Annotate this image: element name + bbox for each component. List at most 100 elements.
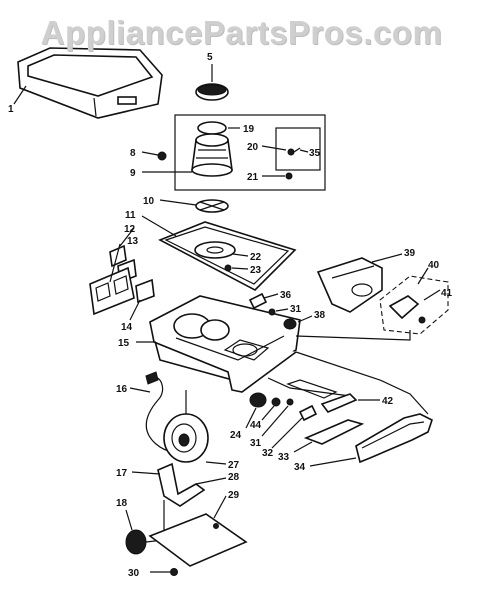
part-13-filter-frame[interactable] bbox=[89, 266, 135, 316]
callout-17: 17 bbox=[116, 468, 128, 479]
part-32-link[interactable] bbox=[298, 404, 318, 422]
leader-32 bbox=[271, 417, 303, 449]
leader-14 bbox=[129, 299, 141, 321]
brush-group-box bbox=[275, 127, 321, 171]
leader-20 bbox=[261, 145, 287, 151]
callout-19: 19 bbox=[243, 124, 255, 135]
leader-36 bbox=[263, 293, 279, 299]
callout-40: 40 bbox=[428, 260, 440, 271]
leader-24 bbox=[245, 407, 257, 429]
part-15-housing[interactable] bbox=[149, 295, 301, 393]
leader-28 bbox=[195, 477, 227, 485]
leader-41 bbox=[423, 289, 441, 301]
callout-38: 38 bbox=[314, 310, 326, 321]
linkage-rod bbox=[267, 377, 351, 397]
callout-31b: 31 bbox=[250, 438, 262, 449]
part-31-screw-b[interactable] bbox=[286, 398, 294, 406]
assembly-line-bumper bbox=[295, 351, 429, 415]
callout-15: 15 bbox=[118, 338, 130, 349]
callout-32: 32 bbox=[262, 448, 274, 459]
callout-30: 30 bbox=[128, 568, 140, 579]
callout-41: 41 bbox=[441, 288, 453, 299]
leader-12 bbox=[119, 227, 135, 247]
leader-22 bbox=[232, 253, 249, 257]
part-29-bottom-plate[interactable] bbox=[148, 513, 248, 567]
linkage-plate bbox=[286, 379, 338, 399]
part-23-screw[interactable] bbox=[224, 264, 232, 272]
part-22-seal[interactable] bbox=[194, 241, 236, 259]
callout-5: 5 bbox=[207, 52, 213, 63]
leader-23 bbox=[231, 267, 249, 270]
leader-13 bbox=[109, 243, 121, 283]
part-42-pedal[interactable] bbox=[320, 393, 358, 413]
part-34-bumper[interactable] bbox=[355, 413, 433, 464]
callout-12: 12 bbox=[124, 224, 136, 235]
part-33-nozzle[interactable] bbox=[303, 419, 365, 445]
part-5-cap[interactable] bbox=[195, 83, 229, 101]
part-41-latch[interactable] bbox=[388, 295, 426, 324]
callout-9: 9 bbox=[130, 168, 136, 179]
assembly-line-handle bbox=[295, 330, 411, 341]
leader-16 bbox=[129, 387, 151, 393]
leader-33 bbox=[293, 441, 313, 453]
callout-29: 29 bbox=[228, 490, 240, 501]
part-21-clip[interactable] bbox=[285, 172, 293, 180]
leader-31b bbox=[261, 405, 289, 437]
callout-22: 22 bbox=[250, 252, 262, 263]
callout-44: 44 bbox=[250, 420, 262, 431]
part-8-screw[interactable] bbox=[157, 151, 167, 161]
callout-10: 10 bbox=[143, 196, 155, 207]
callout-14: 14 bbox=[121, 322, 133, 333]
leader-29 bbox=[213, 495, 227, 519]
callout-21: 21 bbox=[247, 172, 259, 183]
leader-17 bbox=[131, 471, 161, 475]
leader-35 bbox=[299, 149, 309, 153]
callout-35: 35 bbox=[309, 148, 321, 159]
part-18-wheel[interactable] bbox=[125, 529, 147, 555]
leader-1 bbox=[13, 85, 27, 105]
part-30-screw[interactable] bbox=[170, 568, 178, 576]
callout-33: 33 bbox=[278, 452, 290, 463]
handle-group-box bbox=[379, 275, 449, 335]
callout-20: 20 bbox=[247, 142, 259, 153]
callout-34: 34 bbox=[294, 462, 306, 473]
leader-8 bbox=[141, 151, 159, 156]
part-cord-reel[interactable] bbox=[163, 413, 209, 463]
leader-34 bbox=[309, 457, 357, 467]
part-31-screw-a[interactable] bbox=[268, 308, 276, 316]
leader-10 bbox=[159, 199, 197, 206]
leader-40 bbox=[417, 267, 429, 285]
part-35-brush[interactable] bbox=[287, 147, 301, 156]
callout-11: 11 bbox=[125, 210, 136, 221]
part-14-filter-pad[interactable] bbox=[135, 278, 155, 304]
part-19-motor[interactable] bbox=[191, 121, 233, 177]
leader-18 bbox=[125, 509, 133, 531]
part-39-bracket[interactable] bbox=[316, 257, 383, 313]
leader-27 bbox=[205, 461, 227, 465]
callout-18: 18 bbox=[116, 498, 128, 509]
part-38-knob[interactable] bbox=[283, 318, 297, 330]
part-17-reel-bracket[interactable] bbox=[157, 462, 206, 507]
callout-28: 28 bbox=[228, 472, 240, 483]
part-24-roller[interactable] bbox=[249, 392, 267, 408]
part-36-switch[interactable] bbox=[248, 292, 268, 310]
callout-36: 36 bbox=[280, 290, 292, 301]
leader-39 bbox=[371, 253, 403, 263]
leader-38 bbox=[297, 315, 313, 323]
callout-42: 42 bbox=[382, 396, 394, 407]
leader-11 bbox=[141, 215, 177, 237]
callout-8: 8 bbox=[130, 148, 136, 159]
callout-23: 23 bbox=[250, 265, 262, 276]
callout-39: 39 bbox=[404, 248, 416, 259]
callout-24: 24 bbox=[230, 430, 242, 441]
callout-1: 1 bbox=[8, 104, 14, 115]
part-10-fan[interactable] bbox=[195, 199, 229, 213]
part-44-bushing[interactable] bbox=[271, 397, 281, 407]
motor-group-box bbox=[174, 114, 326, 191]
part-1-hood[interactable] bbox=[17, 47, 163, 119]
callout-27: 27 bbox=[228, 460, 240, 471]
leader-44 bbox=[261, 405, 275, 421]
callout-16: 16 bbox=[116, 384, 128, 395]
callout-13: 13 bbox=[127, 236, 139, 247]
